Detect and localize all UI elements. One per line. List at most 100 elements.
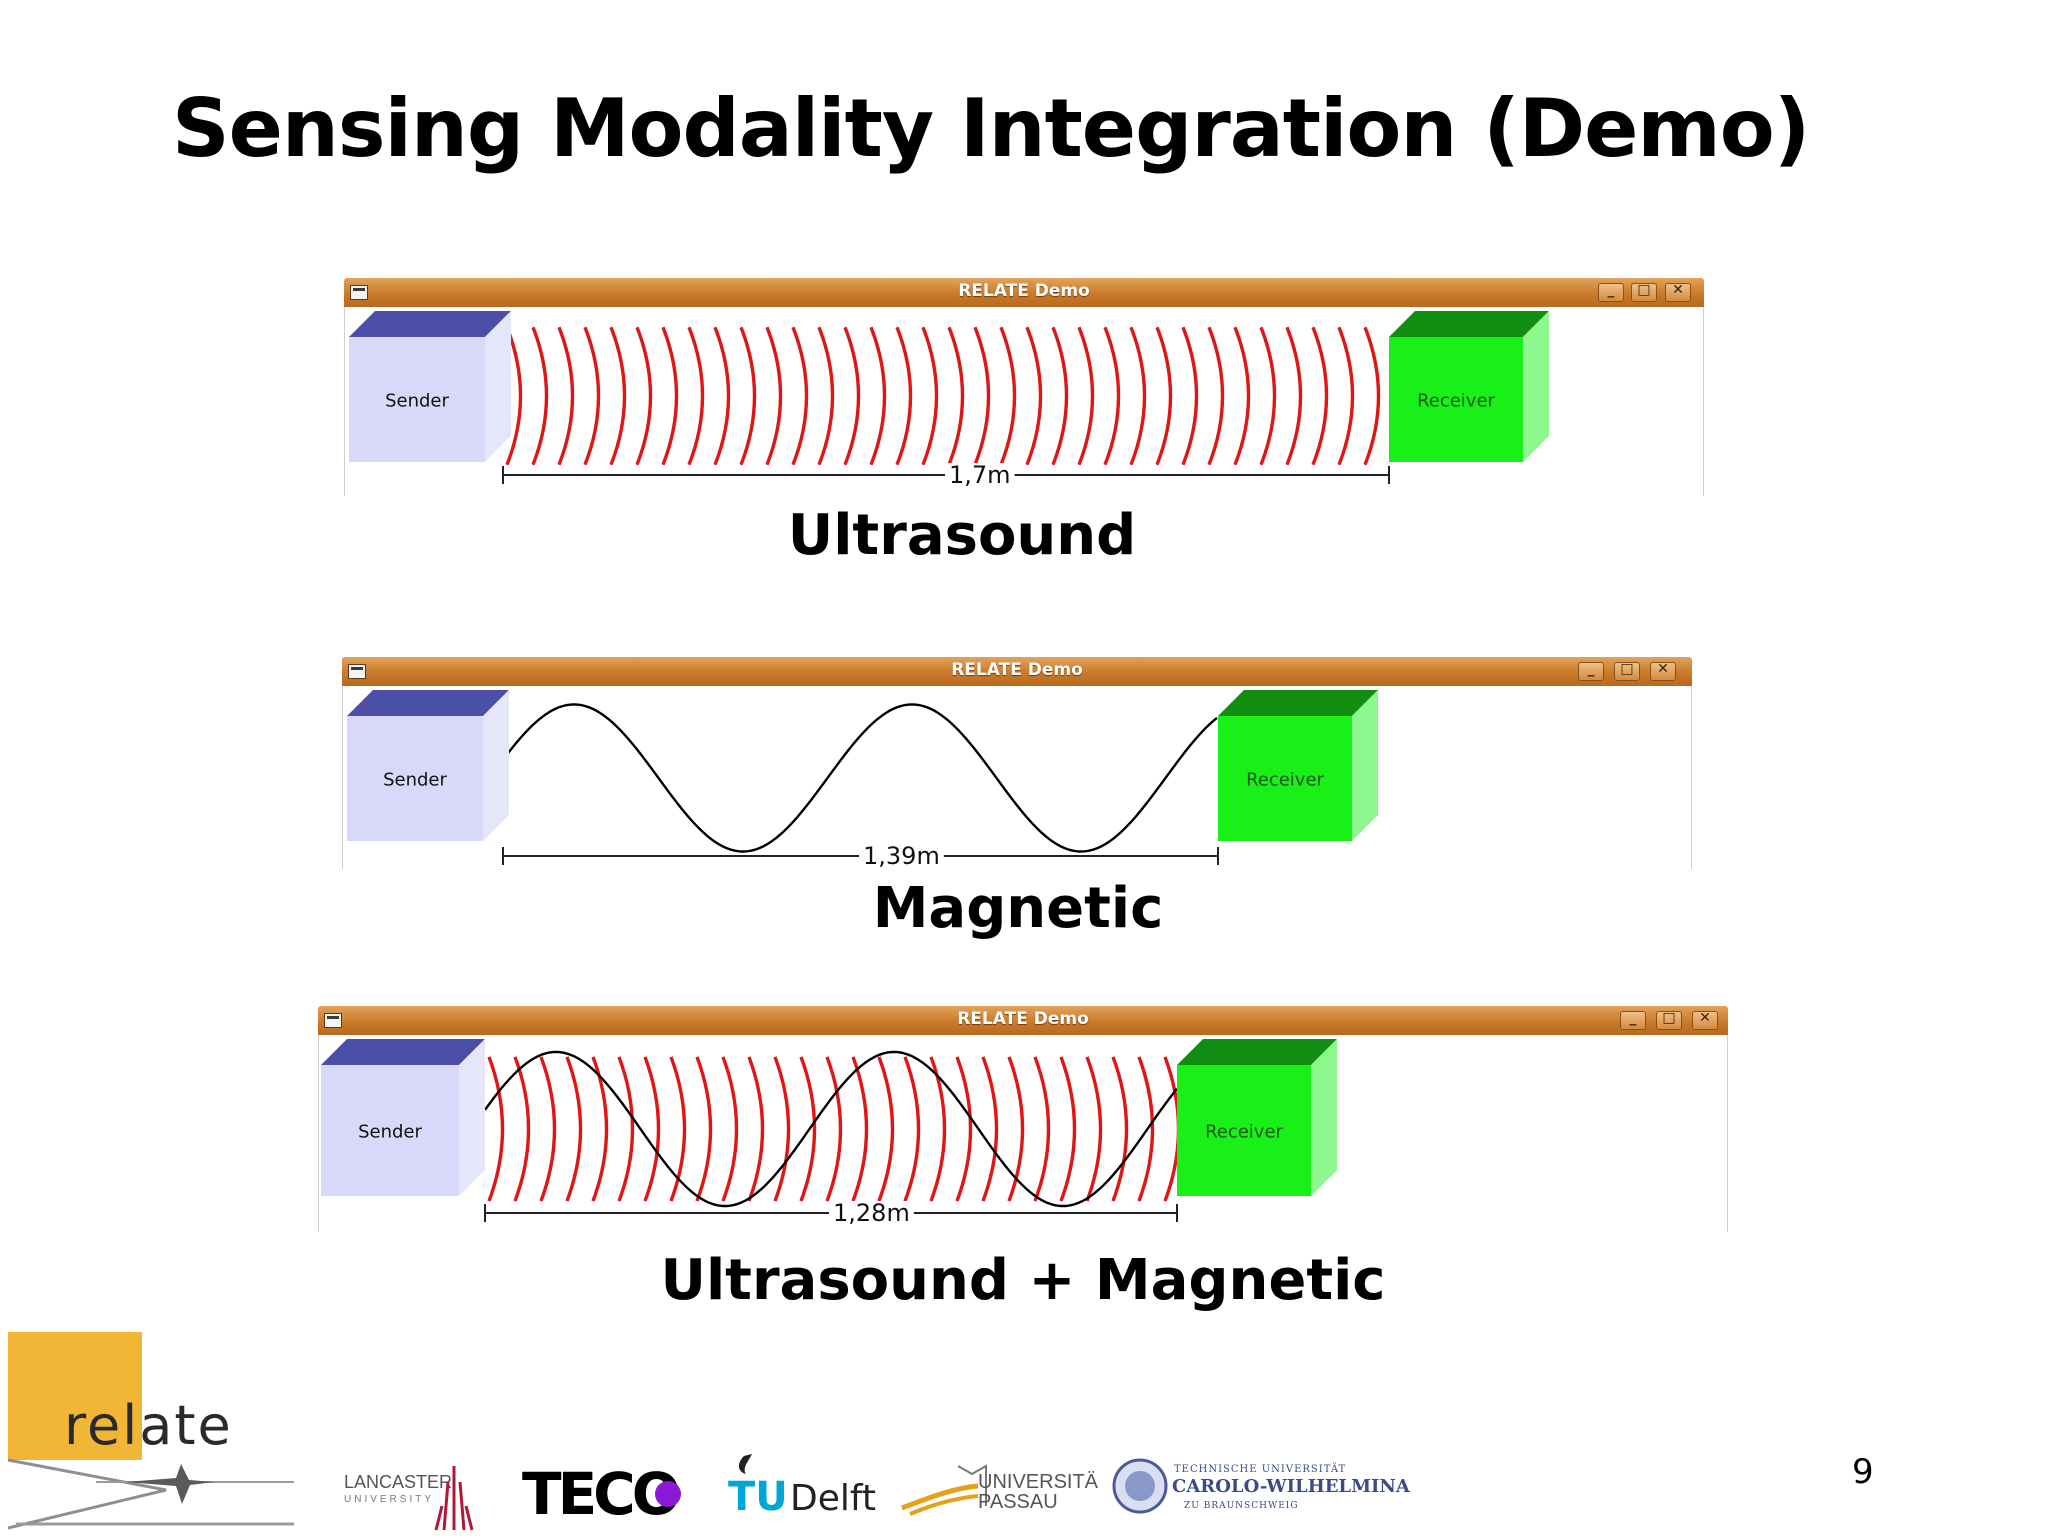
ultrasound-waves (505, 326, 1381, 466)
ultrasound-arc (1033, 1056, 1051, 1202)
receiver-box-front (1389, 337, 1523, 462)
ultrasound-arc (1233, 326, 1251, 466)
ultrasound-arc (1155, 326, 1173, 466)
window-title: RELATE Demo (957, 1009, 1089, 1029)
window-titlebar[interactable]: RELATE Demo _ □ ✕ (342, 657, 1692, 686)
page-number: 9 (1852, 1452, 1874, 1492)
ultrasound-arc (591, 1056, 609, 1202)
ultrasound-arc (1137, 1056, 1155, 1202)
receiver-box: Receiver (1177, 1039, 1337, 1196)
window-title: RELATE Demo (951, 660, 1083, 680)
sender-box-front (349, 337, 485, 462)
distance-label-bg (945, 463, 1015, 487)
ultrasound-arc (773, 1056, 791, 1202)
maximize-icon: □ (1637, 282, 1651, 298)
receiver-box-side (1352, 690, 1378, 841)
ultrasound-arc (1285, 326, 1303, 466)
ultrasound-arc (1363, 326, 1381, 466)
ultrasound-arc (565, 1056, 583, 1202)
window-titlebar[interactable]: RELATE Demo _ □ ✕ (344, 278, 1704, 307)
magnetic-wave (484, 1050, 1178, 1208)
braunschweig-line2: CAROLO-WILHELMINA (1172, 1476, 1411, 1497)
close-icon: ✕ (1672, 282, 1684, 298)
ultrasound-arc (1059, 1056, 1077, 1202)
minimize-icon: _ (1587, 661, 1595, 677)
ultrasound-arc (921, 326, 939, 466)
receiver-box-label: Receiver (1205, 1122, 1283, 1143)
ultrasound-arc (531, 326, 549, 466)
ultrasound-arc (843, 326, 861, 466)
ultrasound-arc (825, 1056, 843, 1202)
sender-box-side (483, 690, 509, 841)
close-button[interactable]: ✕ (1665, 282, 1691, 302)
minimize-button[interactable]: _ (1578, 661, 1604, 681)
receiver-box-top (1218, 690, 1378, 716)
close-icon: ✕ (1699, 1010, 1711, 1026)
sender-box-label: Sender (358, 1122, 422, 1143)
relate-logo-star-icon (126, 1464, 214, 1504)
sender-box: Sender (321, 1039, 485, 1196)
passau-line2: PASSAU (978, 1491, 1058, 1513)
receiver-box-label: Receiver (1246, 770, 1324, 791)
window-menu-icon[interactable] (348, 664, 366, 679)
close-button[interactable]: ✕ (1692, 1010, 1718, 1030)
window-menu-icon[interactable] (324, 1013, 342, 1028)
ultrasound-arc (713, 326, 731, 466)
ultrasound-arc (661, 326, 679, 466)
maximize-button[interactable]: □ (1656, 1010, 1682, 1030)
lancaster-logo-line1: LANCASTER (344, 1472, 452, 1492)
maximize-icon: □ (1662, 1010, 1676, 1026)
receiver-box: Receiver (1389, 311, 1549, 462)
minimize-button[interactable]: _ (1598, 282, 1624, 302)
window-title: RELATE Demo (958, 281, 1090, 301)
magnetic-wave (502, 703, 1218, 853)
receiver-box-front (1218, 716, 1352, 841)
ultrasound-waves (487, 1056, 1181, 1202)
tudelft-flame-icon (738, 1454, 752, 1474)
ultrasound-arc (1163, 1056, 1181, 1202)
ultrasound-arc (869, 326, 887, 466)
passau-logo: UNIVERSITÄT PASSAU (898, 1458, 1110, 1522)
window-titlebar[interactable]: RELATE Demo _ □ ✕ (318, 1006, 1728, 1035)
ultrasound-arc (895, 326, 913, 466)
maximize-button[interactable]: □ (1631, 282, 1657, 302)
braunschweig-line1: TECHNISCHE UNIVERSITÄT (1174, 1463, 1346, 1475)
receiver-box-top (1389, 311, 1549, 337)
ultrasound-arc (947, 326, 965, 466)
minimize-button[interactable]: _ (1620, 1010, 1646, 1030)
caption-ultrasound: Ultrasound (787, 503, 1137, 568)
ultrasound-arc (643, 1056, 661, 1202)
sender-box-top (347, 690, 509, 716)
ultrasound-arc (617, 1056, 635, 1202)
ultrasound-arc (1207, 326, 1225, 466)
sender-box-side (485, 311, 511, 462)
sender-box-label: Sender (385, 391, 449, 412)
relate-logo: relate (6, 1332, 298, 1536)
ultrasound-arc (1129, 326, 1147, 466)
ultrasound-arc (955, 1056, 973, 1202)
lancaster-logo-line2: UNIVERSITY (344, 1494, 434, 1505)
ultrasound-arc (903, 1056, 921, 1202)
sender-box-front (347, 716, 483, 841)
distance-label-bg (859, 844, 944, 868)
window-menu-icon[interactable] (350, 285, 368, 300)
braunschweig-line3: ZU BRAUNSCHWEIG (1184, 1501, 1299, 1511)
ultrasound-arc (513, 1056, 531, 1202)
ultrasound-arc (999, 326, 1017, 466)
close-button[interactable]: ✕ (1650, 661, 1676, 681)
ultrasound-arc (817, 326, 835, 466)
ultrasound-arc (1181, 326, 1199, 466)
maximize-icon: □ (1620, 661, 1634, 677)
ultrasound-arc (609, 326, 627, 466)
distance-label: 1,39m (863, 842, 940, 870)
ultrasound-arc (635, 326, 653, 466)
maximize-button[interactable]: □ (1614, 661, 1640, 681)
passau-line1: UNIVERSITÄT (978, 1471, 1098, 1493)
tudelft-delft: Delft (790, 1478, 876, 1518)
receiver-box-front (1177, 1065, 1311, 1196)
caption-combined: Ultrasound + Magnetic (660, 1248, 1386, 1313)
